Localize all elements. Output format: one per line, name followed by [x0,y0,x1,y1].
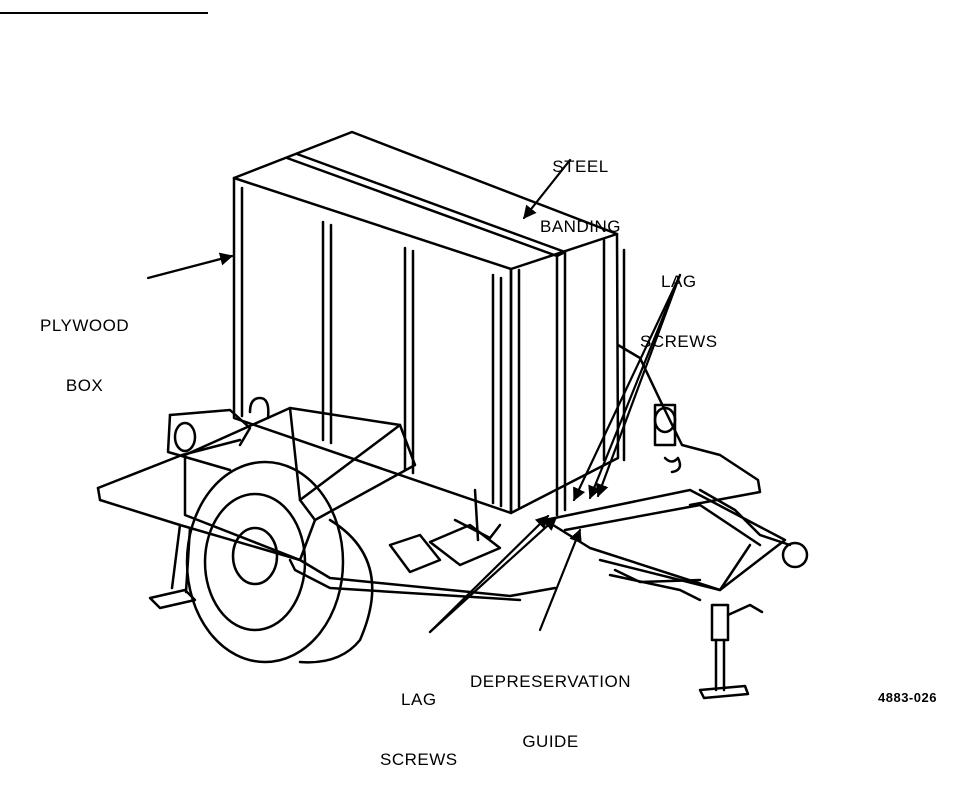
steel-banding-label: STEEL BANDING [540,117,621,257]
plywood-box-label: PLYWOOD BOX [40,276,129,416]
lag-screws-bottom-label-line2: SCREWS [380,750,458,769]
leader-lines [146,158,682,634]
lifting-ring [173,396,682,474]
deck-hardware [388,488,502,574]
depreservation-guide-label-line1: DEPRESERVATION [470,672,631,691]
depreservation-guide-label-line2: GUIDE [522,732,579,751]
header-rule [0,12,208,14]
rear-stand [148,523,197,610]
depreservation-guide-label: DEPRESERVATION GUIDE [470,632,631,772]
lag-screws-top-label-line2: SCREWS [640,332,718,351]
steel-banding-label-line1: STEEL [552,157,609,176]
lag-screws-bottom-label: LAG SCREWS [380,650,458,790]
steel-banding [285,152,567,517]
plywood-box-label-line1: PLYWOOD [40,316,130,335]
plywood-box-label-line2: BOX [65,376,104,395]
lag-screws-top-label-line1: LAG [661,272,697,291]
trailer-illustration [96,130,809,700]
lag-screws-bottom-label-line1: LAG [401,690,437,709]
wheel [185,460,374,664]
drawbar [543,488,809,602]
lag-screws-top-label: LAG SCREWS [640,232,718,372]
trailer-frame [96,343,762,602]
steel-banding-label-line2: BANDING [540,217,621,236]
tongue-jack [698,603,764,700]
figure-number: 4883-026 [878,690,937,705]
